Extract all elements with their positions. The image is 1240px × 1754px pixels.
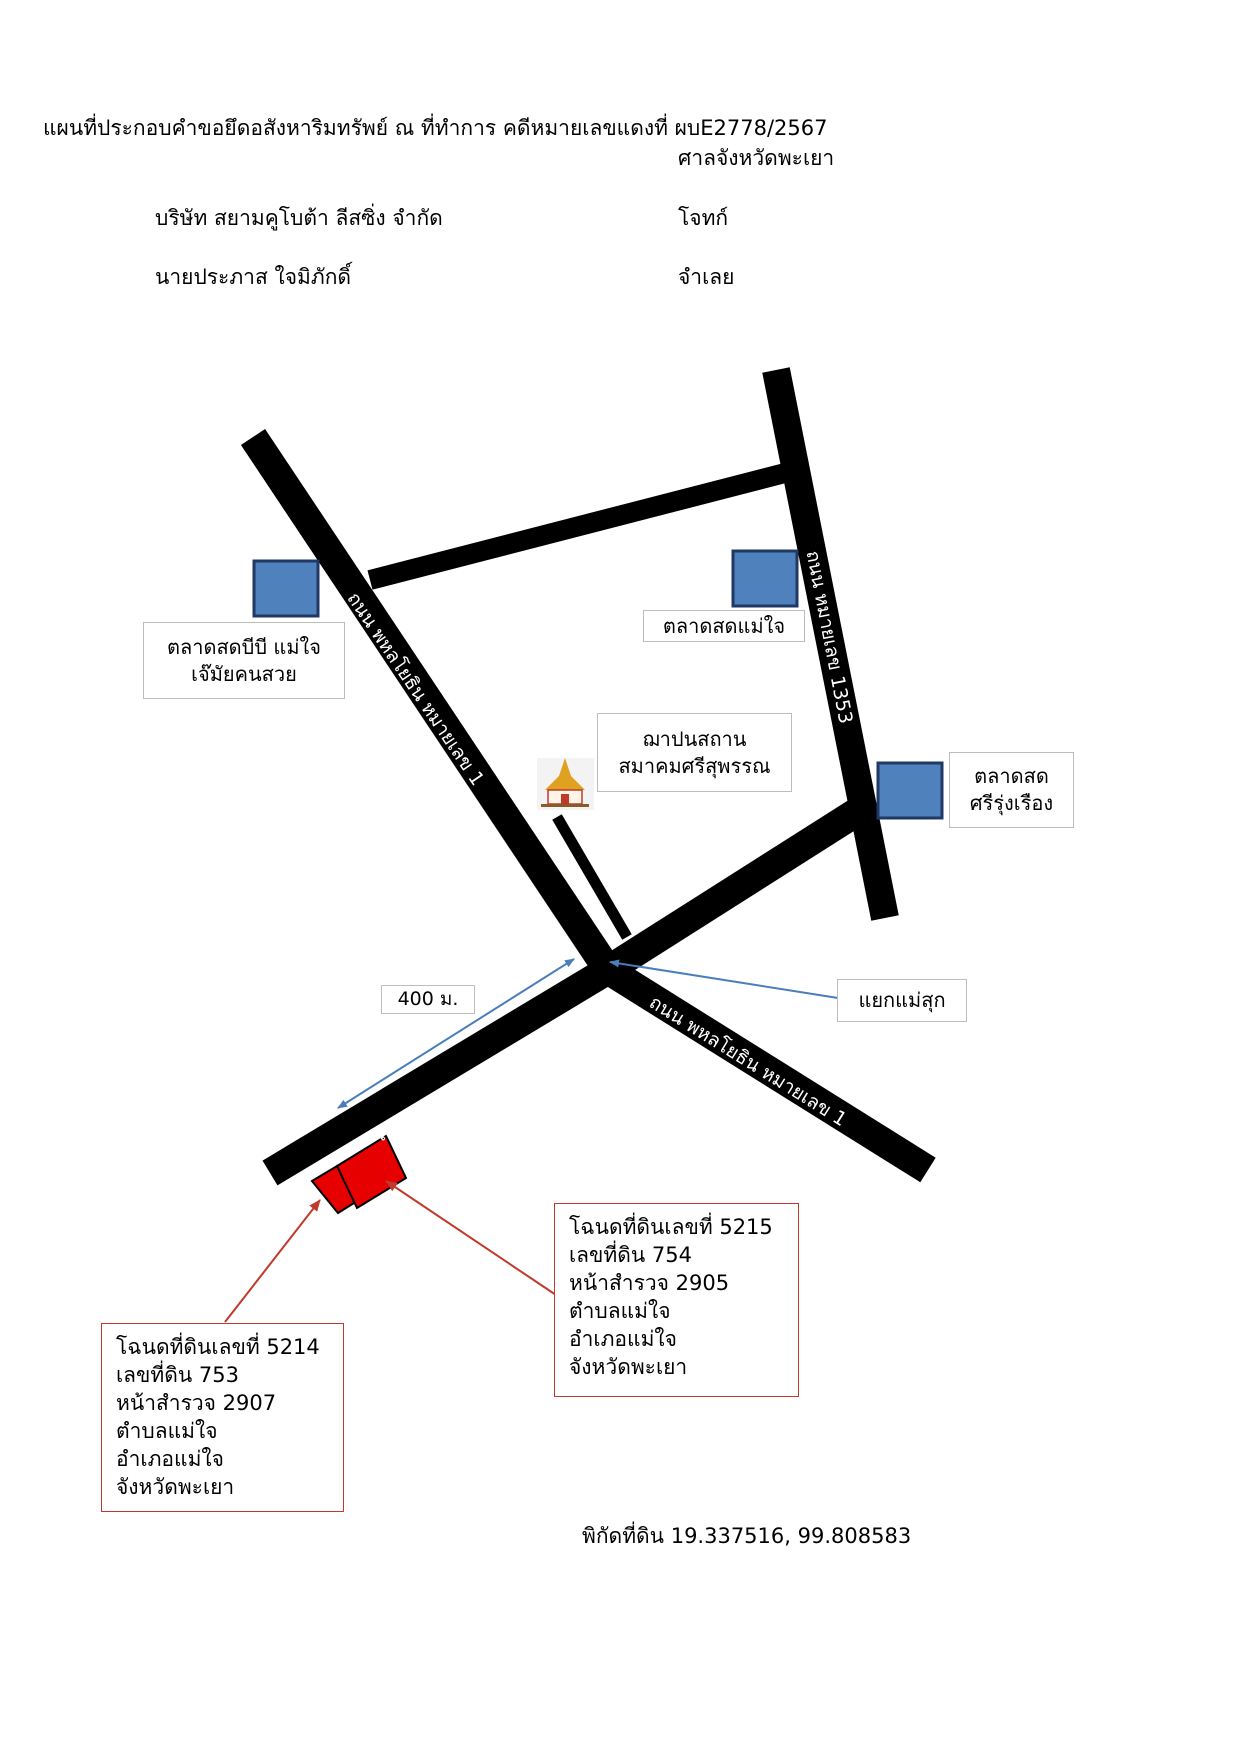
distance-label: 400 ม.: [381, 985, 475, 1014]
market-sriroongruang-label: ตลาดสด ศรีรุ่งเรือง: [949, 752, 1074, 828]
market-sriroongruang-marker: [876, 761, 944, 820]
market-maechai-label: ตลาดสดแม่ใจ: [643, 610, 805, 642]
market-sriroongruang-label-line2: ศรีรุ่งเรือง: [969, 791, 1054, 815]
parcel-5215-district: อำเภอแม่ใจ: [569, 1326, 677, 1351]
map-title: แผนที่ประกอบคำขอยึดอสังหาริมทรัพย์ ณ ที่…: [43, 116, 828, 140]
road-1353: [762, 367, 899, 921]
distance-label-text: 400 ม.: [397, 987, 459, 1010]
parcel-5214-province: จังหวัดพะเยา: [116, 1474, 235, 1499]
road-connector-north: [367, 463, 788, 590]
market-maechai-marker: [731, 549, 799, 608]
parcel-5215-province: จังหวัดพะเยา: [569, 1354, 688, 1379]
road-phahonyothin-north: [240, 428, 621, 979]
parcel-5215-deed: โฉนดที่ดินเลขที่ 5215: [569, 1215, 773, 1239]
parcel-5215-land-no: เลขที่ดิน 754: [569, 1242, 692, 1267]
court-name: ศาลจังหวัดพะเยา: [678, 146, 835, 170]
junction-label-text: แยกแม่สุก: [858, 988, 946, 1012]
parcel-5215-subdistrict: ตำบลแม่ใจ: [569, 1298, 671, 1323]
road-crematorium-spur: [552, 814, 632, 940]
road-network: [240, 367, 936, 1186]
crematorium-label-line1: ฌาปนสถาน: [642, 726, 747, 751]
junction-label: แยกแม่สุก: [837, 979, 967, 1022]
parcel-5214-info: โฉนดที่ดินเลขที่ 5214 เลขที่ดิน 753 หน้า…: [101, 1323, 344, 1512]
parcel-5215-shape: [335, 1134, 408, 1210]
parcel-5214-land-no: เลขที่ดิน 753: [116, 1362, 239, 1387]
parcel-5215-survey-page: หน้าสำรวจ 2905: [569, 1270, 730, 1295]
distance-arrow: [337, 958, 575, 1109]
parcel-5215-arrow: [385, 1180, 557, 1296]
road-phahonyothin-south: [600, 957, 936, 1183]
parcel-5214-arrow: [224, 1199, 321, 1323]
market-bb-label-line1: ตลาดสดบีบี แม่ใจ: [167, 634, 321, 659]
market-bb-marker: [252, 559, 320, 618]
temple-icon: [537, 758, 594, 810]
market-maechai-label-text: ตลาดสดแม่ใจ: [662, 613, 786, 638]
parcel-5214-survey-page: หน้าสำรวจ 2907: [116, 1390, 277, 1415]
plaintiff-name: บริษัท สยามคูโบต้า ลีสซิ่ง จำกัด: [155, 206, 443, 230]
parcel-5214-deed: โฉนดที่ดินเลขที่ 5214: [116, 1335, 320, 1359]
parcel-5214-district: อำเภอแม่ใจ: [116, 1446, 224, 1471]
market-sriroongruang-label-line1: ตลาดสด: [974, 764, 1049, 788]
crematorium-label-line2: สมาคมศรีสุพรรณ: [618, 753, 771, 778]
defendant-role: จำเลย: [678, 265, 735, 289]
plaintiff-role: โจทก์: [678, 206, 729, 230]
defendant-name: นายประภาส ใจมิภักดิ์: [155, 265, 352, 289]
market-bb-label-line2: เจ๊มัยคนสวย: [191, 661, 297, 686]
crematorium-label: ฌาปนสถาน สมาคมศรีสุพรรณ: [597, 713, 792, 792]
road-to-sriroongruang: [600, 797, 868, 983]
parcel-5215-info: โฉนดที่ดินเลขที่ 5215 เลขที่ดิน 754 หน้า…: [554, 1203, 799, 1397]
junction-arrow: [609, 959, 839, 999]
market-bb-label: ตลาดสดบีบี แม่ใจ เจ๊มัยคนสวย: [143, 622, 345, 699]
parcel-5214-subdistrict: ตำบลแม่ใจ: [116, 1418, 218, 1443]
parcel-shapes: [310, 1134, 408, 1215]
land-coordinates: พิกัดที่ดิน 19.337516, 99.808583: [582, 1524, 912, 1548]
